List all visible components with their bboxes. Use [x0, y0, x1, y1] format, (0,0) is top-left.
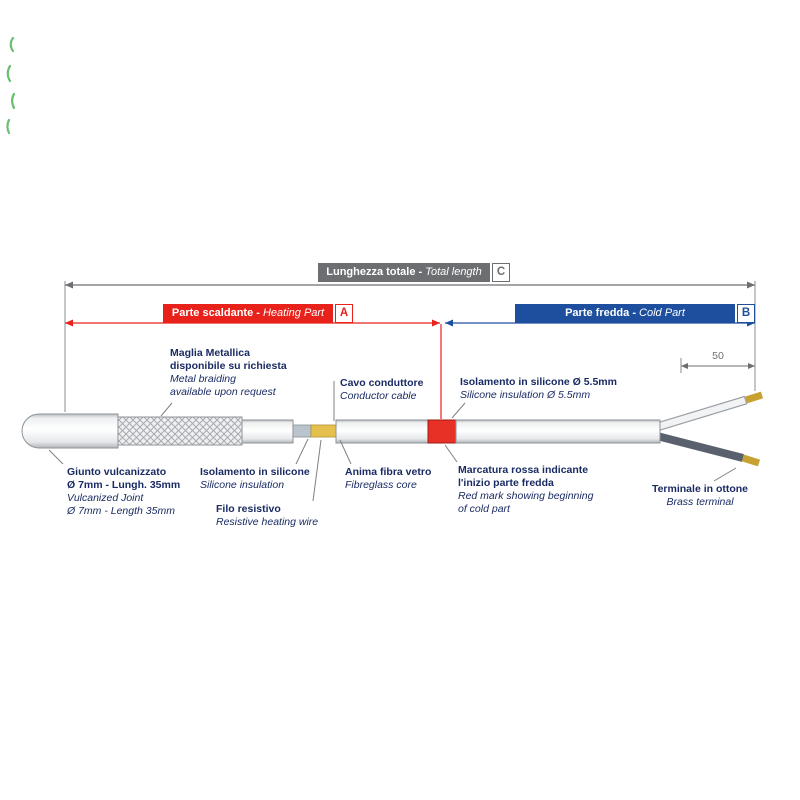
callout-line-it: Cavo conduttore	[340, 377, 424, 389]
callout-line-en: Resistive heating wire	[216, 516, 319, 528]
callout-vulcanized-joint: Giunto vulcanizzato Ø 7mm - Lungh. 35mm …	[67, 466, 180, 518]
tag-a: A	[335, 304, 353, 323]
callout-line-it: disponibile su richiesta	[170, 360, 287, 372]
scan-artifacts	[6, 36, 16, 135]
callout-line-it: Marcatura rossa indicante	[458, 464, 589, 476]
cable-jacket-right	[455, 419, 661, 444]
callout-line-en: Vulcanized Joint	[67, 492, 144, 504]
callout-line-it: Anima fibra vetro	[345, 466, 432, 478]
callout-line-en: available upon request	[170, 386, 276, 398]
heating-part-header: Parte scaldante - Heating Part	[163, 304, 333, 323]
dimension-c-total-length	[65, 281, 755, 289]
metal-braiding-shape	[117, 416, 243, 446]
red-mark-shape	[427, 419, 457, 444]
callout-leader-lines	[48, 381, 737, 502]
callout-line-en: Silicone insulation Ø 5.5mm	[460, 389, 591, 401]
vulcanized-joint-shape	[21, 413, 119, 449]
silicone-core-shape	[292, 424, 312, 438]
callout-line-it: Maglia Metallica	[170, 347, 250, 359]
dimension-50-terminal	[681, 363, 755, 369]
resistive-wire-shape	[310, 424, 337, 438]
dimension-a-heating-part	[65, 319, 442, 419]
lower-wire-shape	[656, 432, 744, 462]
cable-jacket-left	[241, 419, 294, 444]
callout-line-en: Brass terminal	[666, 496, 734, 508]
tag-b: B	[737, 304, 755, 323]
brass-terminal-tip-lower	[741, 454, 761, 467]
callout-line-it: l'inizio parte fredda	[458, 477, 554, 489]
callout-conductor-cable: Cavo conduttore Conductor cable	[340, 377, 423, 403]
total-length-header: Lunghezza totale - Total length	[318, 263, 490, 282]
callout-line-en: Fibreglass core	[345, 479, 417, 491]
callout-line-it: Isolamento in silicone	[200, 466, 310, 478]
brass-terminal-tip-upper	[744, 391, 764, 404]
callout-line-en: Ø 7mm - Length 35mm	[67, 505, 175, 517]
total-length-label-en: Total length	[425, 266, 482, 278]
callout-line-en: of cold part	[458, 503, 510, 515]
cold-part-label-it: Parte fredda -	[565, 307, 640, 319]
tag-c: C	[492, 263, 510, 282]
callout-silicone-insulation-55: Isolamento in silicone Ø 5.5mm Silicone …	[460, 376, 617, 402]
callout-line-it: Terminale in ottone	[651, 483, 749, 495]
cable-assembly	[21, 391, 764, 467]
heating-part-label-en: Heating Part	[262, 307, 325, 319]
dimension-50-label: 50	[712, 350, 724, 362]
callout-line-en: Conductor cable	[340, 390, 417, 402]
callout-line-it: Filo resistivo	[216, 503, 281, 515]
callout-line-en: Silicone insulation	[200, 479, 285, 491]
callout-line-it: Isolamento in silicone Ø 5.5mm	[460, 376, 617, 388]
callout-line-it: Giunto vulcanizzato	[67, 466, 167, 478]
callout-brass-terminal: Terminale in ottone Brass terminal	[648, 483, 752, 509]
callout-line-en: Red mark showing beginning	[458, 490, 594, 502]
callout-line-en: Metal braiding	[170, 373, 236, 385]
callout-red-mark: Marcatura rossa indicante l'inizio parte…	[458, 464, 593, 516]
heating-part-label-it: Parte scaldante -	[171, 307, 263, 319]
cold-part-header: Parte fredda - Cold Part	[515, 304, 735, 323]
callout-fibreglass-core: Anima fibra vetro Fibreglass core	[345, 466, 431, 492]
callout-silicone-insulation: Isolamento in silicone Silicone insulati…	[200, 466, 310, 492]
callout-resistive-wire: Filo resistivo Resistive heating wire	[216, 503, 318, 529]
callout-metal-braiding: Maglia Metallica disponibile su richiest…	[170, 347, 287, 399]
cold-part-label-en: Cold Part	[639, 307, 685, 319]
cable-jacket-middle	[335, 419, 429, 444]
upper-wire-shape	[655, 395, 748, 432]
total-length-label-it: Lunghezza totale -	[326, 266, 426, 278]
callout-line-it: Ø 7mm - Lungh. 35mm	[67, 479, 181, 491]
